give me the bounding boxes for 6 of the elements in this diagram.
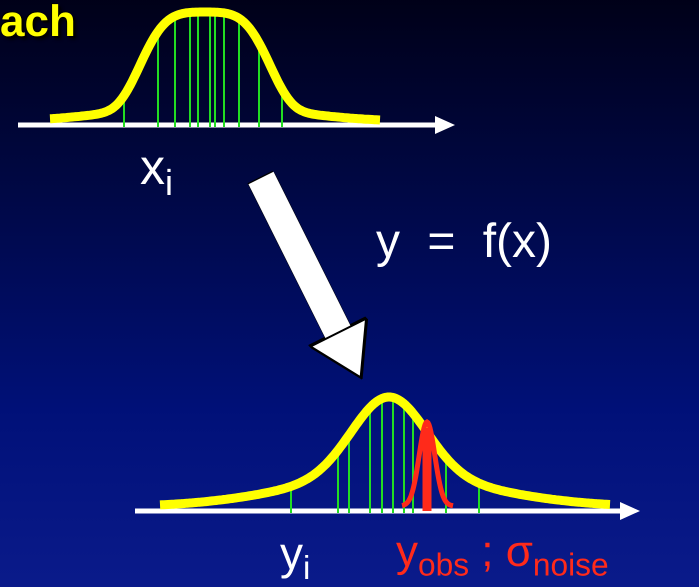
observation-noise-label: y$_{obs}$ ; σ$_{noise}$ [396,530,609,582]
axis-variable-label: x$_{i}$ [140,142,173,201]
block-arrow [248,172,368,378]
title-fragment: ach [0,0,76,44]
axis-variable-label: y$_{i}$ [280,530,310,586]
function-label: y = f(x) [376,218,552,266]
